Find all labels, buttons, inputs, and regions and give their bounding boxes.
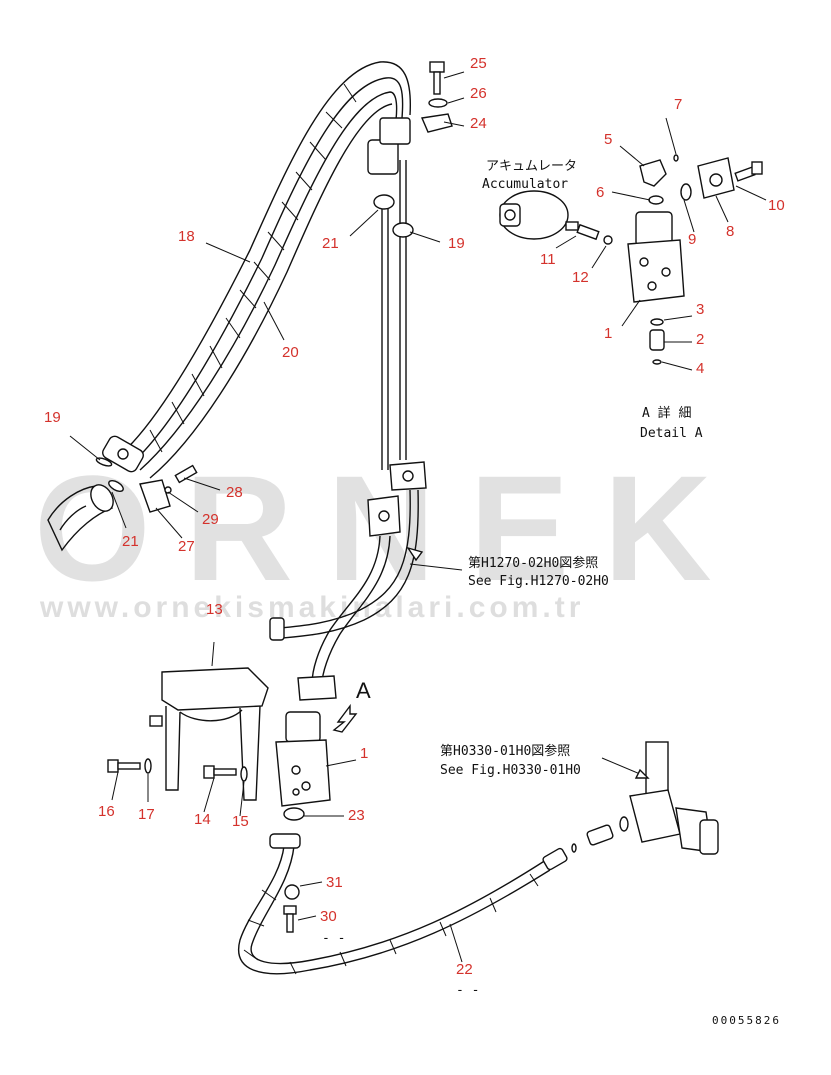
notes: アキュムレータ Accumulator A 詳 細 Detail A 第H127… (322, 159, 781, 1027)
callout-19-left: 19 (44, 409, 61, 426)
callout-7: 7 (674, 96, 682, 113)
accumulator-label-en: Accumulator (482, 177, 568, 192)
callout-11: 11 (540, 251, 556, 268)
bracket-13 (149, 667, 269, 801)
callout-10: 10 (768, 197, 785, 214)
watermark-url: www.ornekismakinalari.com.tr (39, 591, 584, 624)
callout-31: 31 (326, 874, 343, 891)
callout-4: 4 (696, 360, 704, 377)
callout-9: 9 (688, 231, 696, 248)
callout-18: 18 (178, 228, 195, 245)
view-a-label: A (356, 678, 371, 703)
callout-12: 12 (572, 269, 589, 286)
callout-20: 20 (282, 344, 299, 361)
callout-1-detail: 1 (604, 325, 612, 342)
callout-8: 8 (726, 223, 734, 240)
ref1-label-jp: 第H1270-02H0図参照 (468, 555, 598, 571)
hose-upper (102, 61, 412, 479)
ref2-label-en: See Fig.H0330-01H0 (440, 763, 581, 778)
callout-14: 14 (194, 811, 211, 828)
callout-25: 25 (470, 55, 487, 72)
callout-numbers: 25 26 24 18 20 21 19 19 21 27 28 29 7 5 … (44, 55, 785, 978)
callout-29: 29 (202, 511, 219, 528)
callout-22: 22 (456, 961, 473, 978)
callout-21-left: 21 (122, 533, 139, 550)
dash-22: - - (456, 983, 479, 998)
leader-lines (69, 71, 767, 963)
callout-13: 13 (206, 601, 223, 618)
left-parts (47, 457, 198, 552)
callout-28: 28 (226, 484, 243, 501)
washer-26 (428, 98, 448, 108)
bolt-25 (429, 61, 445, 95)
callout-21: 21 (322, 235, 339, 252)
callout-27: 27 (178, 538, 195, 555)
hose-lower-22 (238, 833, 577, 975)
callout-3: 3 (696, 301, 704, 318)
clamp-24 (421, 113, 453, 133)
callout-17: 17 (138, 806, 155, 823)
callout-15: 15 (232, 813, 249, 830)
detail-label-jp: A 詳 細 (642, 405, 691, 421)
drawing-number: 00055826 (712, 1014, 781, 1027)
callout-26: 26 (470, 85, 487, 102)
fitting-block-right (586, 741, 719, 855)
tubes-vertical (269, 160, 427, 701)
callout-16: 16 (98, 803, 115, 820)
detail-label-en: Detail A (640, 426, 703, 441)
callout-23: 23 (348, 807, 365, 824)
ref1-label-en: See Fig.H1270-02H0 (468, 574, 609, 589)
ref2-label-jp: 第H0330-01H0図参照 (440, 743, 570, 759)
callout-19: 19 (448, 235, 465, 252)
valve-1 (275, 703, 358, 821)
callout-6: 6 (596, 184, 604, 201)
accumulator-label-jp: アキュムレータ (486, 159, 577, 174)
detail-a (499, 154, 763, 365)
callout-24: 24 (470, 115, 487, 132)
callout-30: 30 (320, 908, 337, 925)
callout-5: 5 (604, 131, 612, 148)
dash-30: - - (322, 931, 345, 946)
bolts-lower-left (107, 758, 248, 782)
callout-1: 1 (360, 745, 368, 762)
callout-2: 2 (696, 331, 704, 348)
